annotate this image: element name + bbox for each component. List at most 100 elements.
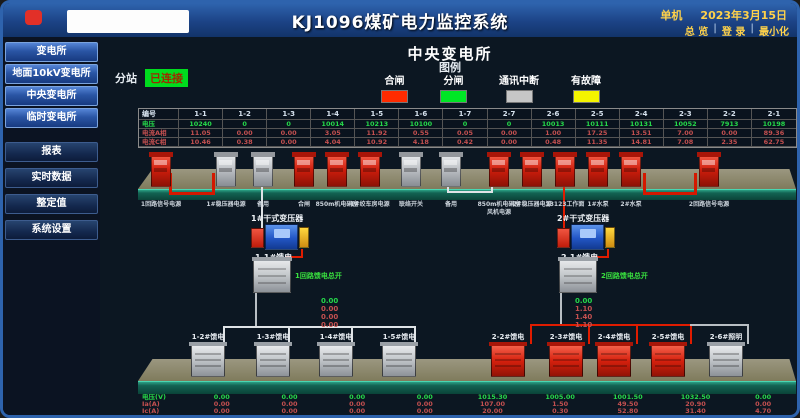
bottom-table-cell: 0.00 (213, 401, 230, 408)
hv-cabinet-2-3[interactable]: 1#水泵 (586, 152, 610, 208)
bus-line (530, 324, 692, 326)
menu-item-2[interactable]: 登 录 (721, 27, 746, 38)
cabinet-label: 合闸 (297, 201, 310, 208)
transformer-lv-box[interactable] (299, 227, 309, 248)
hv-cabinet-1-6[interactable]: 1#绞车房电源 (350, 152, 390, 208)
feeder-box-5[interactable]: 2-2#馈电 (489, 333, 527, 377)
hv-cabinet-1-3[interactable]: 备用 (251, 152, 275, 208)
feeder-box-8[interactable]: 2-5#馈电 (649, 333, 687, 377)
hv-cabinet-1-5[interactable]: 850m机电硐室 (316, 152, 358, 208)
transformer-1[interactable] (265, 224, 298, 250)
bottom-table-cell: 4.70 (755, 408, 772, 415)
hv-equipment-platform-front (138, 189, 796, 200)
transformer-name: 1#干式变压器 (251, 214, 304, 223)
top-table-col-header: 2-4 (619, 109, 664, 120)
hv-cabinet-2-7[interactable]: 备用 (439, 152, 463, 208)
sidebar-tool-3[interactable]: 整定值 (5, 194, 98, 214)
bottom-table-cell: 107.00 (479, 401, 506, 408)
app-logo-icon (25, 10, 42, 25)
transformer-2[interactable] (571, 224, 604, 250)
top-table-cell: 10013 (531, 120, 576, 129)
transformer-hv-box[interactable] (557, 228, 570, 248)
reading-value: 1.40 (575, 313, 593, 321)
bottom-table-cell: 0.00 (416, 408, 433, 415)
top-table-cell: 1.00 (531, 129, 576, 138)
bottom-table-cell: 0.00 (281, 401, 298, 408)
feeder-breaker-1-1[interactable] (252, 257, 292, 293)
hv-cabinet-2-5[interactable]: 2#稳压器电源 (512, 152, 552, 208)
hv-cabinet-1-1[interactable]: 1回路信号电源 (141, 152, 181, 208)
bus-line (223, 326, 225, 344)
hv-cabinet-1-2[interactable]: 1#稳压器电源 (206, 152, 246, 208)
sidebar-item-2[interactable]: 地面10kV变电所 (5, 64, 98, 84)
cabinet-panel (444, 160, 457, 165)
legend: 合闸分闸通讯中断有故障 (381, 72, 601, 103)
cabinet-panel (256, 160, 269, 165)
station-status-group: 分站 已连接 (115, 69, 188, 87)
hv-cabinet-1-7[interactable]: 联络开关 (399, 152, 423, 208)
top-table-col-header: 2-7 (487, 109, 532, 120)
feeder-cap (254, 342, 292, 346)
bottom-table-cell: 0.00 (349, 394, 366, 401)
bus-line (255, 293, 257, 328)
cabinet-panel (492, 168, 505, 172)
bus-line (223, 326, 416, 328)
cabinet-cap (520, 152, 544, 157)
bus-line (591, 256, 609, 258)
feeder-label: 2-2#馈电 (491, 333, 525, 341)
feeder-platform-front (138, 381, 796, 394)
cabinet-label: 备用 (444, 201, 457, 208)
cabinet-panel (404, 160, 417, 165)
reading-value: 1.10 (575, 321, 593, 329)
bottom-table-cell: 0.00 (213, 408, 230, 415)
sidebar-tool-4[interactable]: 系统设置 (5, 220, 98, 240)
legend-label: 合闸 (384, 76, 405, 87)
feeder-box-3[interactable]: 1-4#馈电 (317, 333, 355, 377)
hv-cabinet-2-4[interactable]: 13123工作面 (546, 152, 584, 208)
feeder-box-7[interactable]: 2-4#馈电 (595, 333, 633, 377)
top-table-cell: 0.00 (267, 129, 312, 138)
transformer-section-1: 1#干式变压器 1-1#馈电 1回路馈电总开 0.00 0.00 0.00 0.… (251, 213, 411, 331)
hv-cabinet-2-6[interactable]: 850m机电硐室风机电源 (478, 152, 520, 216)
sidebar-tool-2[interactable]: 实时数据 (5, 168, 98, 188)
hv-cabinet-2-2[interactable]: 2#水泵 (619, 152, 643, 208)
legend-label: 通讯中断 (499, 76, 539, 87)
transformer-hv-box[interactable] (251, 228, 264, 248)
menu-item-3[interactable]: 最小化 (759, 27, 789, 38)
cabinet-cap (399, 152, 423, 157)
feeder-box-2[interactable]: 1-3#馈电 (254, 333, 292, 377)
transformer-lv-box[interactable] (605, 227, 615, 248)
sidebar-item-4[interactable]: 临时变电所 (5, 108, 98, 128)
reading-value: 0.00 (575, 297, 593, 305)
cabinet-panel (624, 168, 637, 172)
sidebar-item-1[interactable]: 变电所 (5, 42, 98, 62)
hv-cabinet-2-1[interactable]: 2回路信号电源 (689, 152, 729, 208)
bottom-table-cell: 0.30 (552, 408, 569, 415)
cabinet-panel (219, 160, 232, 165)
bus-line (747, 324, 749, 344)
menu-item-1[interactable]: 总 览 (684, 27, 709, 38)
cable-loop (169, 173, 215, 195)
feeder-box-1[interactable]: 1-2#馈电 (189, 333, 227, 377)
hv-cabinet-1-4[interactable]: 合闸 (292, 152, 316, 208)
bus-line (288, 326, 290, 344)
top-table-cell: 4.18 (399, 138, 444, 147)
feeder-box-9[interactable]: 2-6#照明 (707, 333, 745, 377)
feeder-breaker-2-1[interactable] (558, 257, 598, 293)
feeder-cap (317, 342, 355, 346)
legend-label: 有故障 (571, 76, 601, 87)
feeder-body (319, 345, 353, 377)
top-table-cell: 7913 (707, 120, 752, 129)
feeder-box-4[interactable]: 1-5#馈电 (380, 333, 418, 377)
feeder-box-6[interactable]: 2-3#馈电 (547, 333, 585, 377)
sidebar-tool-1[interactable]: 报表 (5, 142, 98, 162)
bus-line (351, 326, 353, 344)
bottom-table-cell: 0.00 (416, 401, 433, 408)
sidebar-item-3[interactable]: 中央变电所 (5, 86, 98, 106)
feeder-cap (707, 342, 745, 346)
feeder-stripes (655, 353, 681, 355)
top-table-cell: 7.00 (663, 129, 708, 138)
top-table-cell: 0.38 (223, 138, 268, 147)
breaker-label: 2回路馈电总开 (601, 272, 648, 280)
